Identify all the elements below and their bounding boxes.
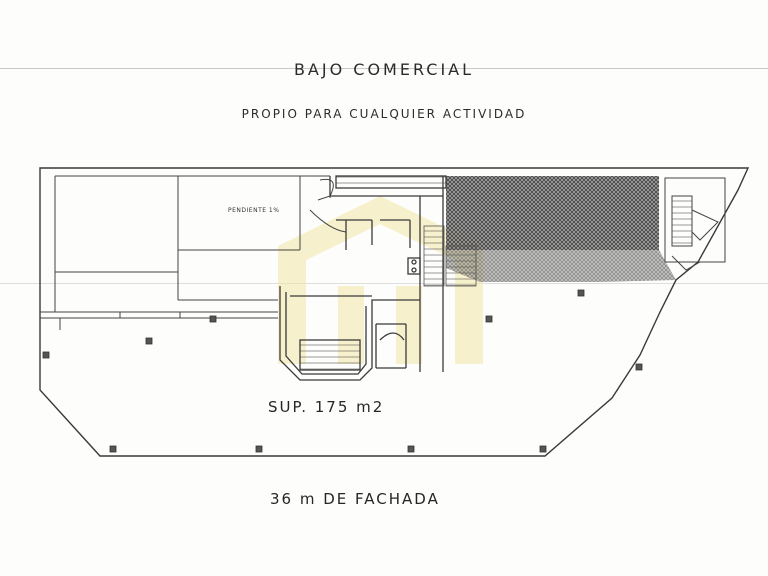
slope-note: PENDIENTE 1% (228, 207, 279, 214)
building-outline (39, 167, 750, 457)
left-partitions (40, 175, 347, 330)
paper-fold-line-middle (0, 283, 768, 284)
plan-title: BAJO COMERCIAL (293, 60, 475, 79)
hatched-zone (446, 176, 659, 250)
structural-columns (42, 289, 643, 453)
core-stairs (423, 225, 477, 287)
hatched-zone-tail (446, 250, 676, 282)
right-stair-block (664, 177, 726, 271)
plan-subtitle: PROPIO PARA CUALQUIER ACTIVIDAD (241, 107, 527, 121)
central-core (279, 175, 447, 381)
area-label: SUP. 175 m2 (268, 398, 385, 416)
facade-label: 36 m DE FACHADA (270, 490, 440, 508)
paper-fold-line (0, 68, 768, 69)
